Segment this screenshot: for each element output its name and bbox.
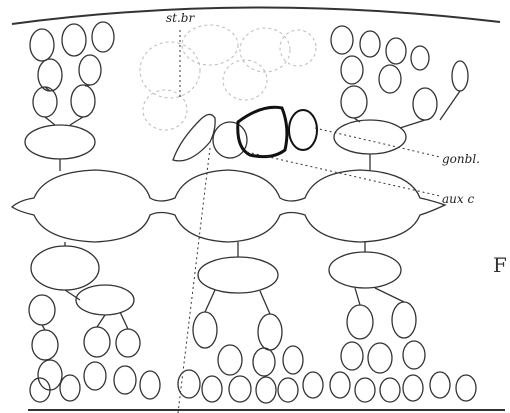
- gonimoblast-cell: [236, 105, 289, 159]
- lower-right-cell-cluster: [329, 287, 477, 403]
- sterile-branch-faint: [139, 24, 317, 131]
- label-aux-c: aux c: [442, 192, 474, 206]
- branch-cell-upper-right: [333, 119, 407, 155]
- edge-letter: F: [493, 253, 507, 277]
- central-filament: [10, 169, 447, 243]
- lower-left-cell-cluster: [28, 284, 161, 403]
- gonbl-leader: [314, 127, 441, 158]
- upper-left-cell-cluster: [29, 21, 115, 126]
- gonimoblast-second-cell: [288, 109, 318, 151]
- top-boundary-arc: [11, 6, 501, 25]
- connector: [59, 154, 371, 257]
- label-st-br: st.br: [166, 11, 195, 25]
- upper-right-cell-cluster: [330, 25, 469, 129]
- branch-cell-lower-left: [30, 245, 100, 291]
- branch-cell-lower-mid: [197, 256, 279, 294]
- branch-cell-lower-right: [328, 251, 402, 289]
- label-gonbl: gonbl.: [442, 152, 480, 166]
- branch-cell-upper-left: [24, 124, 96, 160]
- auxiliary-cell: [212, 121, 248, 159]
- lower-mid-cell-cluster: [177, 289, 324, 404]
- auxiliary-cell-tail: [172, 113, 216, 162]
- vertical-section-line: [177, 147, 211, 413]
